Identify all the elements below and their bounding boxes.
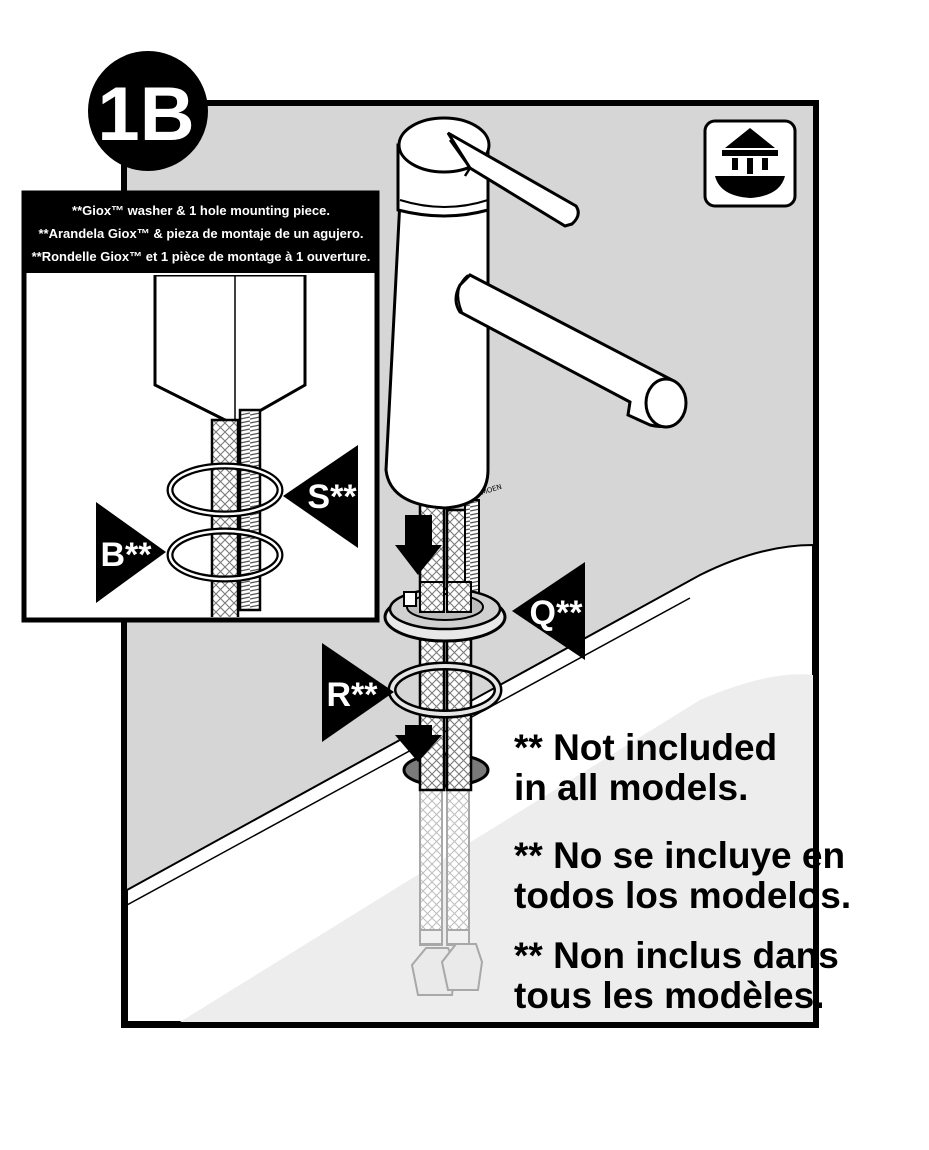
callout-b: B** xyxy=(96,502,166,603)
down-arrows xyxy=(395,515,442,762)
faucet: MOEN xyxy=(384,116,688,510)
note-fr-line-2: tous les modèles. xyxy=(514,975,825,1016)
callout-b-label: B** xyxy=(100,536,152,574)
callout-r-label: R** xyxy=(326,676,378,714)
above-deck-install-icon xyxy=(703,119,797,208)
supply-hoses xyxy=(410,779,484,996)
callout-q: Q** xyxy=(512,562,585,660)
note-en-line-1: ** Not included xyxy=(514,727,777,768)
inset-caption-fr: **Rondelle Giox™ et 1 pièce de montage à… xyxy=(32,249,371,264)
note-es-line-1: ** No se incluye en xyxy=(514,835,845,876)
inset-detail: **Giox™ washer & 1 hole mounting piece. … xyxy=(21,190,380,623)
note-es-line-2: todos los modelos. xyxy=(514,875,851,916)
ring-r xyxy=(387,661,503,719)
note-en-line-2: in all models. xyxy=(514,767,748,808)
inset-caption-es: **Arandela Giox™ & pieza de montaje de u… xyxy=(38,226,363,241)
step-label: 1B xyxy=(97,72,194,157)
washer-q xyxy=(383,581,507,643)
step-badge: 1B xyxy=(88,51,208,171)
callout-r: R** xyxy=(322,643,394,742)
callout-s-label: S** xyxy=(307,478,357,516)
callout-s: S** xyxy=(283,445,358,548)
callout-q-label: Q** xyxy=(530,594,584,632)
availability-notes: ** Not included in all models. ** No se … xyxy=(514,727,851,1016)
note-fr-line-1: ** Non inclus dans xyxy=(514,935,839,976)
inset-caption-en: **Giox™ washer & 1 hole mounting piece. xyxy=(72,203,330,218)
